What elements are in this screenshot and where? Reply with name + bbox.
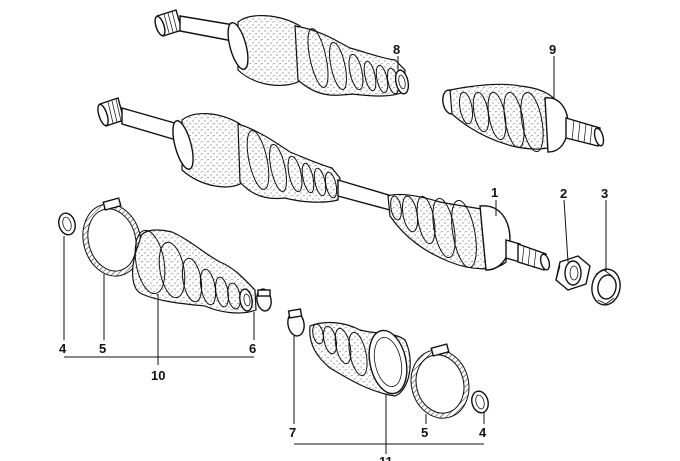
part-number-labels: 8 9 1 2 3 4 5 6 10 7 5 4 11 [59, 42, 608, 461]
label-part-2: 2 [560, 186, 567, 201]
outer-joint-assembly-9 [442, 83, 605, 153]
label-part-3: 3 [601, 186, 608, 201]
label-part-4-right: 4 [479, 425, 487, 440]
label-part-11: 11 [379, 454, 393, 461]
label-part-4-left: 4 [59, 341, 67, 356]
upper-shaft-spline-end [154, 9, 183, 37]
upper-shaft-boot [294, 25, 406, 97]
small-clamp-6 [256, 288, 272, 312]
boot-kit-10 [58, 197, 272, 314]
lock-plate-3 [591, 268, 621, 306]
label-part-6: 6 [249, 341, 256, 356]
label-part-5-right: 5 [421, 425, 428, 440]
upper-boot-opening [394, 69, 410, 95]
clamp-band-5-right [410, 343, 470, 419]
main-drive-shaft [97, 97, 551, 271]
boot-10 [132, 229, 257, 314]
small-clamp-7 [287, 308, 305, 337]
boot-kit-11 [287, 308, 489, 419]
clamp-band-5-left [82, 197, 142, 277]
axle-nut-2 [555, 255, 591, 291]
label-part-10: 10 [151, 368, 165, 383]
label-part-7: 7 [289, 425, 296, 440]
label-part-8: 8 [393, 42, 400, 57]
label-part-1: 1 [491, 185, 498, 200]
circlip-4-left [58, 212, 76, 236]
leader-lines [63, 56, 607, 454]
upper-drive-shaft [154, 9, 410, 97]
circlip-4-right [471, 390, 489, 414]
label-part-5-left: 5 [99, 341, 106, 356]
label-part-9: 9 [549, 42, 556, 57]
